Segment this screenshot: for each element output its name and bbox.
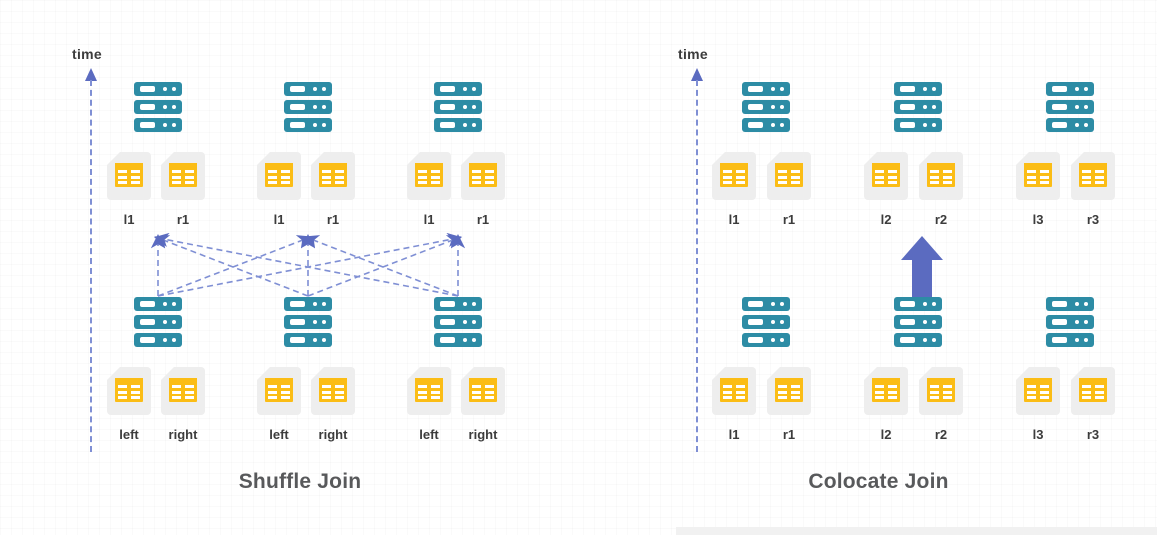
table-label: r1 — [782, 427, 796, 442]
table-icon — [864, 367, 908, 415]
table-icon — [919, 367, 963, 415]
server-icon — [894, 82, 942, 132]
table-label: r2 — [934, 212, 948, 227]
table-label: l1 — [273, 212, 285, 227]
table-icon — [461, 367, 505, 415]
table-icon — [1016, 152, 1060, 200]
table-label: right — [168, 427, 198, 442]
table-label: r1 — [476, 212, 490, 227]
table-icon — [107, 367, 151, 415]
panel-shuffle-join: time — [72, 46, 505, 493]
time-axis-arrowhead-icon — [85, 68, 97, 81]
time-axis-line — [90, 80, 92, 452]
server-icon — [284, 82, 332, 132]
table-icon — [407, 152, 451, 200]
table-label: l1 — [123, 212, 135, 227]
table-icon — [407, 367, 451, 415]
table-icon — [461, 152, 505, 200]
table-icon — [311, 367, 355, 415]
table-label: right — [468, 427, 498, 442]
table-label: right — [318, 427, 348, 442]
server-icon — [1046, 82, 1094, 132]
table-icon — [767, 152, 811, 200]
table-icon — [161, 367, 205, 415]
table-label: r1 — [176, 212, 190, 227]
table-icon — [311, 152, 355, 200]
table-label: l2 — [880, 427, 892, 442]
table-icon — [712, 367, 756, 415]
server-icon — [134, 297, 182, 347]
table-icon — [1016, 367, 1060, 415]
server-icon — [434, 297, 482, 347]
table-label: left — [269, 427, 289, 442]
panel-title-colocate: Colocate Join — [808, 470, 949, 493]
table-label: l1 — [423, 212, 435, 227]
table-label: r2 — [934, 427, 948, 442]
time-axis — [691, 62, 703, 452]
time-axis — [85, 62, 97, 452]
time-axis-label: time — [678, 46, 708, 62]
panel-title-shuffle: Shuffle Join — [238, 470, 362, 493]
server-icon — [284, 297, 332, 347]
table-icon — [107, 152, 151, 200]
table-label: r1 — [326, 212, 340, 227]
table-icon — [767, 367, 811, 415]
table-icon — [864, 152, 908, 200]
table-icon — [1071, 367, 1115, 415]
table-label: r3 — [1086, 427, 1100, 442]
table-icon — [161, 152, 205, 200]
time-axis-label: time — [72, 46, 102, 62]
table-label: l2 — [880, 212, 892, 227]
server-icon — [894, 297, 942, 347]
table-label: l3 — [1032, 427, 1044, 442]
server-icon — [742, 82, 790, 132]
server-icon — [134, 82, 182, 132]
time-axis-line — [696, 80, 698, 452]
server-icon — [742, 297, 790, 347]
table-icon — [257, 367, 301, 415]
panel-colocate-join: time l1 — [600, 0, 1157, 535]
time-axis-arrowhead-icon — [691, 68, 703, 81]
server-icon — [1046, 297, 1094, 347]
table-label: r1 — [782, 212, 796, 227]
table-label: l1 — [728, 212, 740, 227]
table-label: left — [119, 427, 139, 442]
table-label: r3 — [1086, 212, 1100, 227]
table-label: l3 — [1032, 212, 1044, 227]
table-label: left — [419, 427, 439, 442]
server-icon — [434, 82, 482, 132]
table-label: l1 — [728, 427, 740, 442]
table-icon — [712, 152, 756, 200]
table-icon — [919, 152, 963, 200]
bottom-band — [676, 527, 1157, 535]
table-icon — [257, 152, 301, 200]
up-arrow-icon — [901, 236, 943, 300]
table-icon — [1071, 152, 1115, 200]
